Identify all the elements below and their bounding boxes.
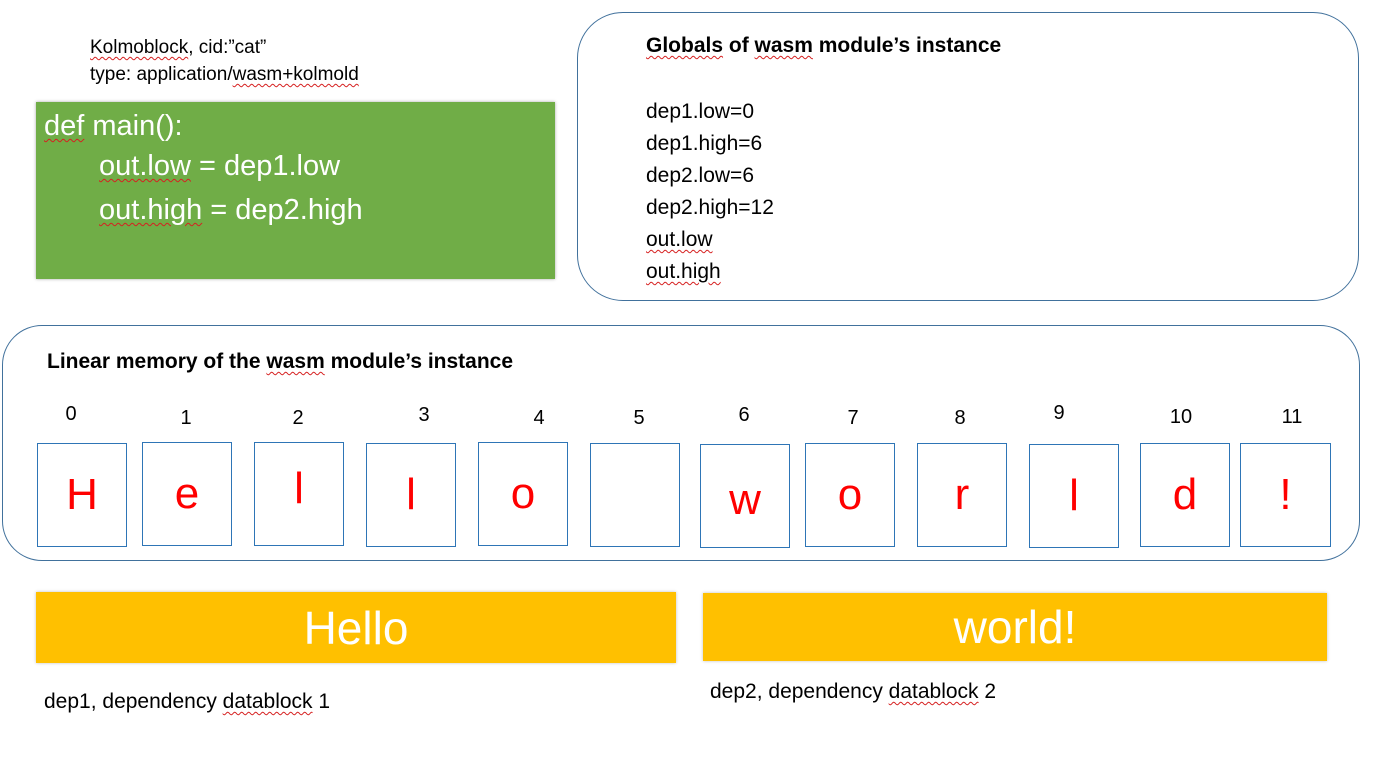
memory-cell-1: e <box>142 442 232 546</box>
memory-index-0: 0 <box>65 403 77 425</box>
dep2-datablock-bar: world! <box>703 593 1327 661</box>
global-out-low-text: out.low <box>646 228 713 251</box>
memory-cell-5 <box>590 443 680 547</box>
memory-index-1: 1 <box>180 407 192 429</box>
memory-cell-9: l <box>1029 444 1119 548</box>
memory-cell-6: w <box>700 444 790 548</box>
global-dep2-high: dep2.high=12 <box>646 196 774 219</box>
dep2-caption-start: dep2, dependency <box>710 680 889 703</box>
dep2-caption-number: 2 <box>978 680 997 703</box>
globals-title-word: Globals <box>646 34 724 57</box>
memory-cell-2: l <box>254 442 344 546</box>
block-cid: , cid:”cat” <box>188 37 267 58</box>
memory-title: Linear memory of the wasm module’s insta… <box>47 350 513 374</box>
block-name: Kolmoblock <box>90 37 189 58</box>
global-dep1-high: dep1.high=6 <box>646 132 763 155</box>
globals-title-wasm: wasm <box>754 34 813 57</box>
memory-index-3: 3 <box>418 404 430 426</box>
memory-index-6: 6 <box>738 404 750 426</box>
global-out-low: out.low <box>646 224 774 256</box>
globals-title-rest: module’s instance <box>812 34 1002 57</box>
memory-title-wasm: wasm <box>266 350 325 373</box>
memory-box <box>2 325 1360 561</box>
dep2-caption-datablock: datablock <box>888 680 979 703</box>
block-header: Kolmoblock, cid:”cat” type: application/… <box>90 34 359 88</box>
memory-index-4: 4 <box>533 407 545 429</box>
code-def-keyword: def <box>44 110 85 142</box>
memory-cell-11: ! <box>1240 443 1331 547</box>
block-type-prefix: type: application/ <box>90 64 233 85</box>
memory-cell-3: l <box>366 443 456 547</box>
globals-box <box>577 12 1359 301</box>
memory-index-5: 5 <box>633 407 645 429</box>
memory-index-8: 8 <box>954 407 966 429</box>
code-assign-low: = dep1.low <box>190 150 341 182</box>
global-dep2-low: dep2.low=6 <box>646 164 755 187</box>
globals-title-of: of <box>723 34 755 57</box>
block-type-value: wasm+kolmold <box>232 64 359 85</box>
memory-cell-0: H <box>37 443 127 547</box>
global-dep1-low: dep1.low=0 <box>646 100 755 123</box>
dep1-caption-number: 1 <box>312 690 331 713</box>
code-out-low: out.low <box>99 150 191 182</box>
memory-cell-7: o <box>805 443 895 547</box>
block-id-line: Kolmoblock, cid:”cat” <box>90 34 359 61</box>
memory-index-11: 11 <box>1281 406 1303 428</box>
global-out-high: out.high <box>646 256 774 288</box>
code-line-1: def main(): <box>44 110 183 143</box>
code-line-3: out.high = dep2.high <box>99 194 363 227</box>
memory-title-start: Linear memory of the <box>47 350 267 373</box>
code-box: def main(): out.low = dep1.low out.high … <box>36 102 555 279</box>
memory-title-rest: module’s instance <box>324 350 514 373</box>
code-assign-high: = dep2.high <box>202 194 363 226</box>
globals-list: dep1.low=0 dep1.high=6 dep2.low=6 dep2.h… <box>646 96 774 288</box>
dep1-caption-datablock: datablock <box>222 690 313 713</box>
block-type-line: type: application/wasm+kolmold <box>90 61 359 88</box>
global-out-high-text: out.high <box>646 260 721 283</box>
dep1-caption: dep1, dependency datablock 1 <box>44 690 330 714</box>
memory-cell-4: o <box>478 442 568 546</box>
code-out-high: out.high <box>99 194 203 226</box>
memory-cell-8: r <box>917 443 1007 547</box>
code-line-2: out.low = dep1.low <box>99 150 340 183</box>
dep2-caption: dep2, dependency datablock 2 <box>710 680 996 704</box>
memory-index-9: 9 <box>1053 402 1065 424</box>
code-main-signature: main(): <box>84 110 183 142</box>
memory-cell-10: d <box>1140 443 1230 547</box>
globals-title: Globals of wasm module’s instance <box>646 34 1001 58</box>
dep1-datablock-bar: Hello <box>36 592 676 663</box>
dep1-caption-start: dep1, dependency <box>44 690 223 713</box>
memory-index-7: 7 <box>847 407 859 429</box>
memory-index-2: 2 <box>292 407 304 429</box>
memory-index-10: 10 <box>1169 406 1193 428</box>
